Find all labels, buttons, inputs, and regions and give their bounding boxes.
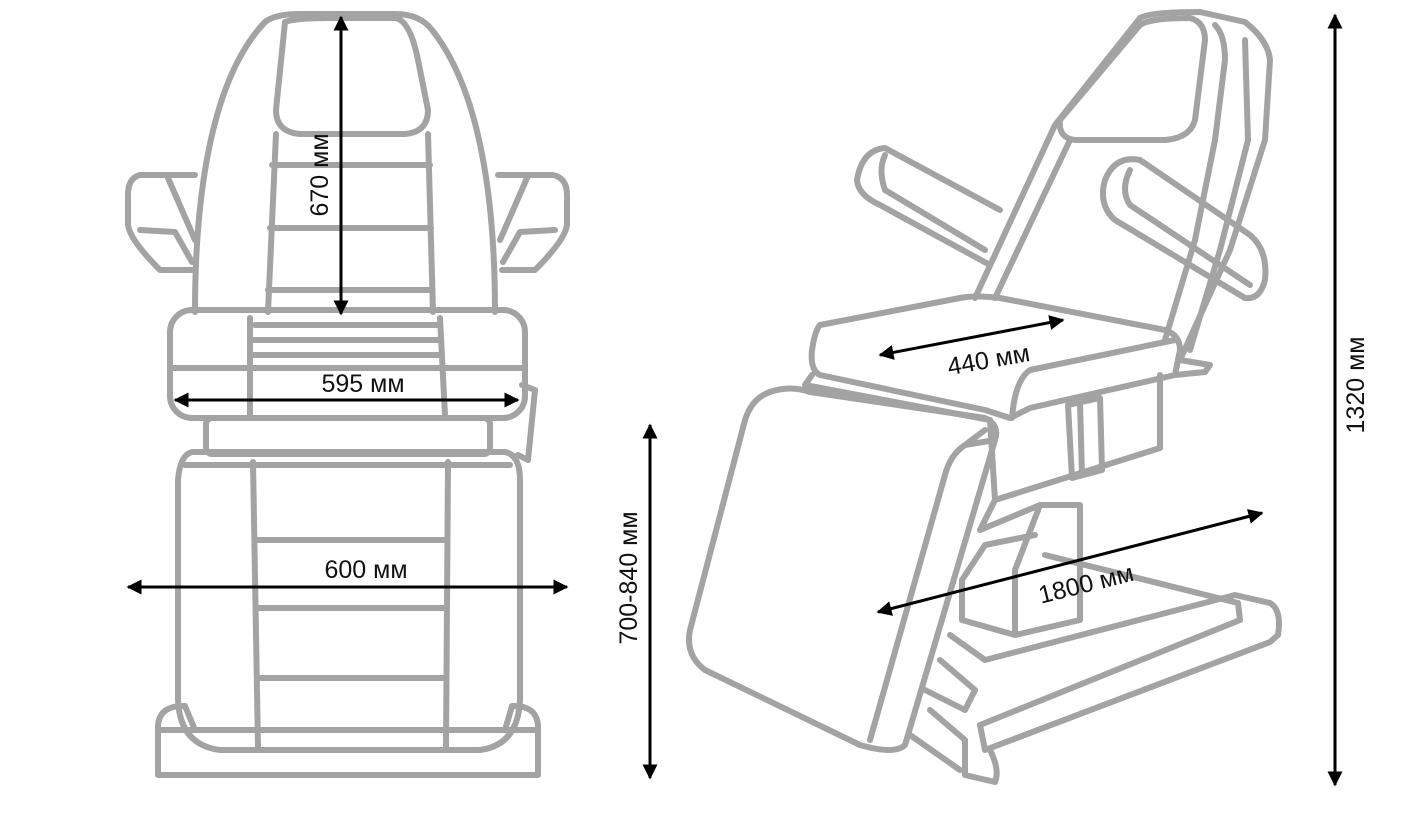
right-armrest — [495, 172, 570, 273]
base — [155, 702, 541, 778]
dimension-backrest-height: 670 мм — [306, 15, 349, 316]
overall-width-label: 600 мм — [324, 556, 407, 584]
leg-rest-detail — [867, 427, 998, 743]
left-armrest — [854, 145, 1003, 268]
dimension-seat-height: 700-840 мм — [615, 423, 658, 780]
leg-stitching — [182, 459, 513, 751]
dimension-seat-depth: 440 мм — [878, 315, 1065, 381]
seat-width-label: 595 мм — [321, 370, 404, 398]
dimension-seat-width: 595 мм — [173, 370, 520, 408]
dimension-arrow — [876, 509, 1264, 616]
seat-frame — [987, 372, 1163, 503]
right-armrest-detail — [497, 175, 558, 265]
column — [959, 497, 1083, 638]
headrest — [273, 15, 431, 137]
leg-section — [175, 449, 523, 753]
left-armrest-detail — [878, 152, 988, 253]
seat-stitching — [169, 315, 526, 418]
seat — [808, 293, 1183, 421]
backrest-stitching — [265, 131, 436, 315]
right-armrest-detail — [1122, 167, 1253, 288]
dimension-overall-height: 1320 мм — [1327, 13, 1370, 787]
side-lever — [515, 382, 538, 463]
seat-height-label: 700-840 мм — [615, 511, 643, 644]
headrest — [1056, 15, 1208, 143]
seat-base — [203, 415, 493, 457]
leg-rest — [686, 385, 1000, 753]
base-frame — [907, 552, 1282, 785]
left-armrest — [125, 172, 198, 273]
backrest-height-label: 670 мм — [306, 133, 334, 216]
overall-height-label: 1320 мм — [1342, 337, 1370, 434]
front-view — [125, 11, 570, 778]
seat-detail — [802, 337, 1213, 423]
dimension-overall-width: 600 мм — [126, 556, 569, 595]
left-armrest-detail — [137, 175, 198, 265]
right-armrest — [1100, 156, 1269, 302]
backrest-outline — [192, 11, 498, 315]
side-view — [686, 9, 1282, 785]
seat-depth-label: 440 мм — [945, 339, 1032, 381]
backrest — [972, 9, 1273, 363]
backrest-detail — [992, 22, 1251, 353]
dimension-arrow — [878, 315, 1065, 360]
